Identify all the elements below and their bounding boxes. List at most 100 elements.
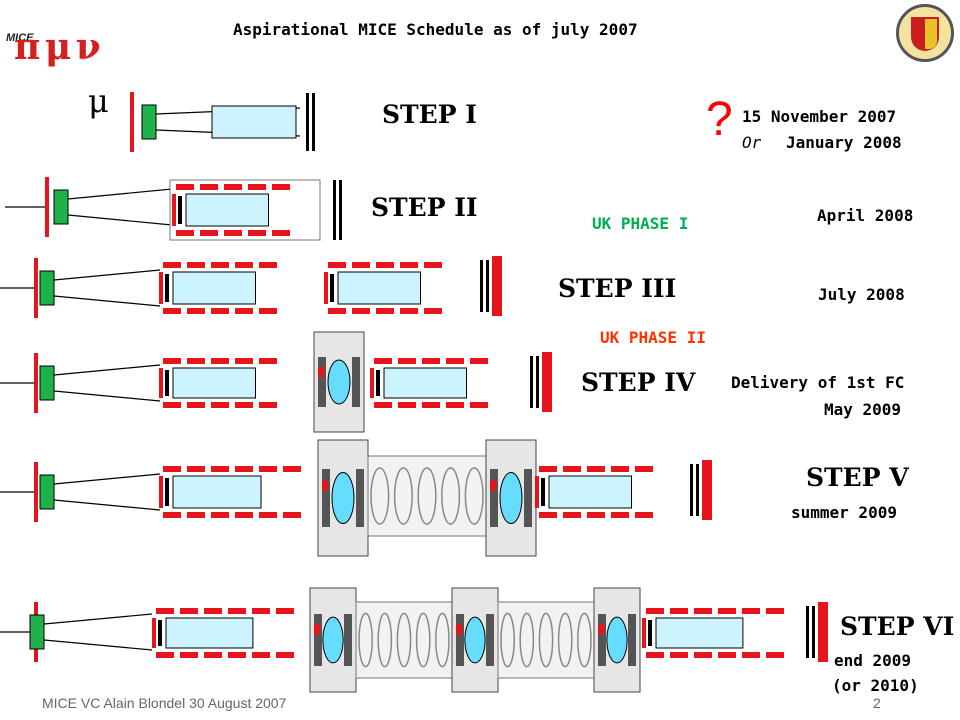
step5-coil-top bbox=[187, 466, 205, 472]
step4-downstream-end-red bbox=[370, 368, 374, 398]
step5-afc2-coil-right bbox=[524, 469, 532, 527]
step5-coil-bottom bbox=[283, 512, 301, 518]
step4-downstream-coil-top bbox=[374, 358, 392, 364]
step2-tracker-volume bbox=[185, 193, 269, 227]
step3-coil-bottom bbox=[187, 308, 205, 314]
step4-coil-top bbox=[187, 358, 205, 364]
step6-afc3-red-mark bbox=[598, 624, 604, 635]
step5-coil-bottom bbox=[235, 512, 253, 518]
step4-afc-red-mark bbox=[318, 367, 324, 377]
step4-track-bottom bbox=[53, 390, 161, 402]
step6-afc3-coil-right bbox=[628, 614, 636, 666]
step5-rfcc-cavity bbox=[441, 467, 461, 525]
step6-calorimeter bbox=[818, 602, 828, 662]
step2-coil-top bbox=[176, 184, 194, 190]
step4-downstream-coil-bottom bbox=[446, 402, 464, 408]
step4-green-detector bbox=[39, 365, 55, 401]
step-4-label: STEP IV bbox=[581, 368, 696, 397]
step6-plane-1 bbox=[806, 606, 809, 658]
step5-rfcc-cavity bbox=[464, 467, 484, 525]
step5-downstream-coil-bottom bbox=[587, 512, 605, 518]
step5-downstream-tracker-volume bbox=[548, 475, 632, 509]
step4-calorimeter bbox=[542, 352, 552, 412]
step4-coil-bottom bbox=[259, 402, 277, 408]
step3-green-detector bbox=[39, 270, 55, 306]
step5-coil-bottom bbox=[187, 512, 205, 518]
step6-rfcc1-cavity bbox=[415, 612, 431, 668]
step5-coil-top bbox=[235, 466, 253, 472]
step5-end-red bbox=[159, 476, 163, 508]
step6-coil-top bbox=[276, 608, 294, 614]
step3-plane-1 bbox=[480, 260, 483, 312]
step6-coil-bottom bbox=[204, 652, 222, 658]
step6-rfcc1-cavity bbox=[435, 612, 450, 668]
step4-downstream-tracker-volume bbox=[383, 367, 467, 399]
step6-rfcc2-cavity bbox=[577, 612, 592, 668]
step2-coil-bottom bbox=[224, 230, 242, 236]
step6-alt: (or 2010) bbox=[832, 676, 919, 695]
step6-downstream-end-black bbox=[648, 620, 652, 646]
step3-downstream-coil-top bbox=[400, 262, 418, 268]
step4-coil-bottom bbox=[187, 402, 205, 408]
step5-date: summer 2009 bbox=[791, 503, 897, 522]
step6-green-detector bbox=[29, 614, 45, 650]
step3-coil-bottom bbox=[259, 308, 277, 314]
step5-rfcc-cavity bbox=[370, 467, 390, 525]
step6-downstream-coil-bottom bbox=[646, 652, 664, 658]
step3-coil-bottom bbox=[211, 308, 229, 314]
step-3-label: STEP III bbox=[558, 274, 677, 303]
step3-downstream-end-red bbox=[324, 272, 328, 304]
step5-red-plane bbox=[34, 462, 38, 522]
step6-tracker-volume bbox=[165, 617, 254, 649]
step4-coil-top bbox=[259, 358, 277, 364]
step2-coil-top bbox=[200, 184, 218, 190]
step6-coil-bottom bbox=[228, 652, 246, 658]
step4-downstream-coil-bottom bbox=[422, 402, 440, 408]
step6-downstream-tracker-volume bbox=[655, 617, 744, 649]
step6-coil-top bbox=[228, 608, 246, 614]
step5-downstream-end-black bbox=[541, 478, 545, 506]
step3-end-red bbox=[159, 272, 163, 304]
step5-downstream-coil-top bbox=[563, 466, 581, 472]
step3-red-plane bbox=[34, 258, 38, 318]
step6-afc1-coil-right bbox=[344, 614, 352, 666]
step4-end-black bbox=[165, 370, 169, 396]
step5-coil-bottom bbox=[211, 512, 229, 518]
step5-track-bottom bbox=[53, 499, 161, 511]
step5-coil-top bbox=[283, 466, 301, 472]
step6-coil-top bbox=[156, 608, 174, 614]
step5-afc1-coil-left bbox=[322, 469, 330, 527]
step3-tracker-volume bbox=[172, 271, 256, 305]
step6-rfcc2-cavity bbox=[557, 612, 573, 668]
step4-date: May 2009 bbox=[824, 400, 902, 419]
step6-downstream-coil-top bbox=[694, 608, 712, 614]
step2-date: April 2008 bbox=[817, 206, 914, 225]
step4-coil-bottom bbox=[211, 402, 229, 408]
step4-downstream-coil-top bbox=[422, 358, 440, 364]
step3-coil-top bbox=[235, 262, 253, 268]
step5-afc1-red-mark bbox=[322, 480, 328, 491]
step6-track-top bbox=[43, 613, 153, 625]
step2-coil-top bbox=[272, 184, 290, 190]
step6-downstream-coil-bottom bbox=[718, 652, 736, 658]
step2-coil-top bbox=[248, 184, 266, 190]
step4-track-top bbox=[53, 364, 161, 376]
step2-coil-top bbox=[224, 184, 242, 190]
step4-downstream-coil-top bbox=[398, 358, 416, 364]
step6-rfcc2-cavity bbox=[500, 612, 515, 668]
step6-coil-top bbox=[180, 608, 198, 614]
step2-track-bottom bbox=[67, 214, 173, 226]
step6-date: end 2009 bbox=[834, 651, 912, 670]
step1-plane-1 bbox=[306, 93, 309, 151]
footer-text: MICE VC Alain Blondel 30 August 2007 bbox=[42, 695, 287, 711]
step4-downstream-coil-bottom bbox=[470, 402, 488, 408]
step6-downstream-coil-top bbox=[646, 608, 664, 614]
step4-coil-top bbox=[211, 358, 229, 364]
step4-plane-1 bbox=[530, 356, 533, 408]
step4-afc-absorber bbox=[327, 359, 351, 405]
step6-track-bottom bbox=[43, 639, 153, 651]
step5-rfcc-housing bbox=[367, 455, 487, 537]
step5-coil-top bbox=[163, 466, 181, 472]
step5-downstream-coil-top bbox=[539, 466, 557, 472]
